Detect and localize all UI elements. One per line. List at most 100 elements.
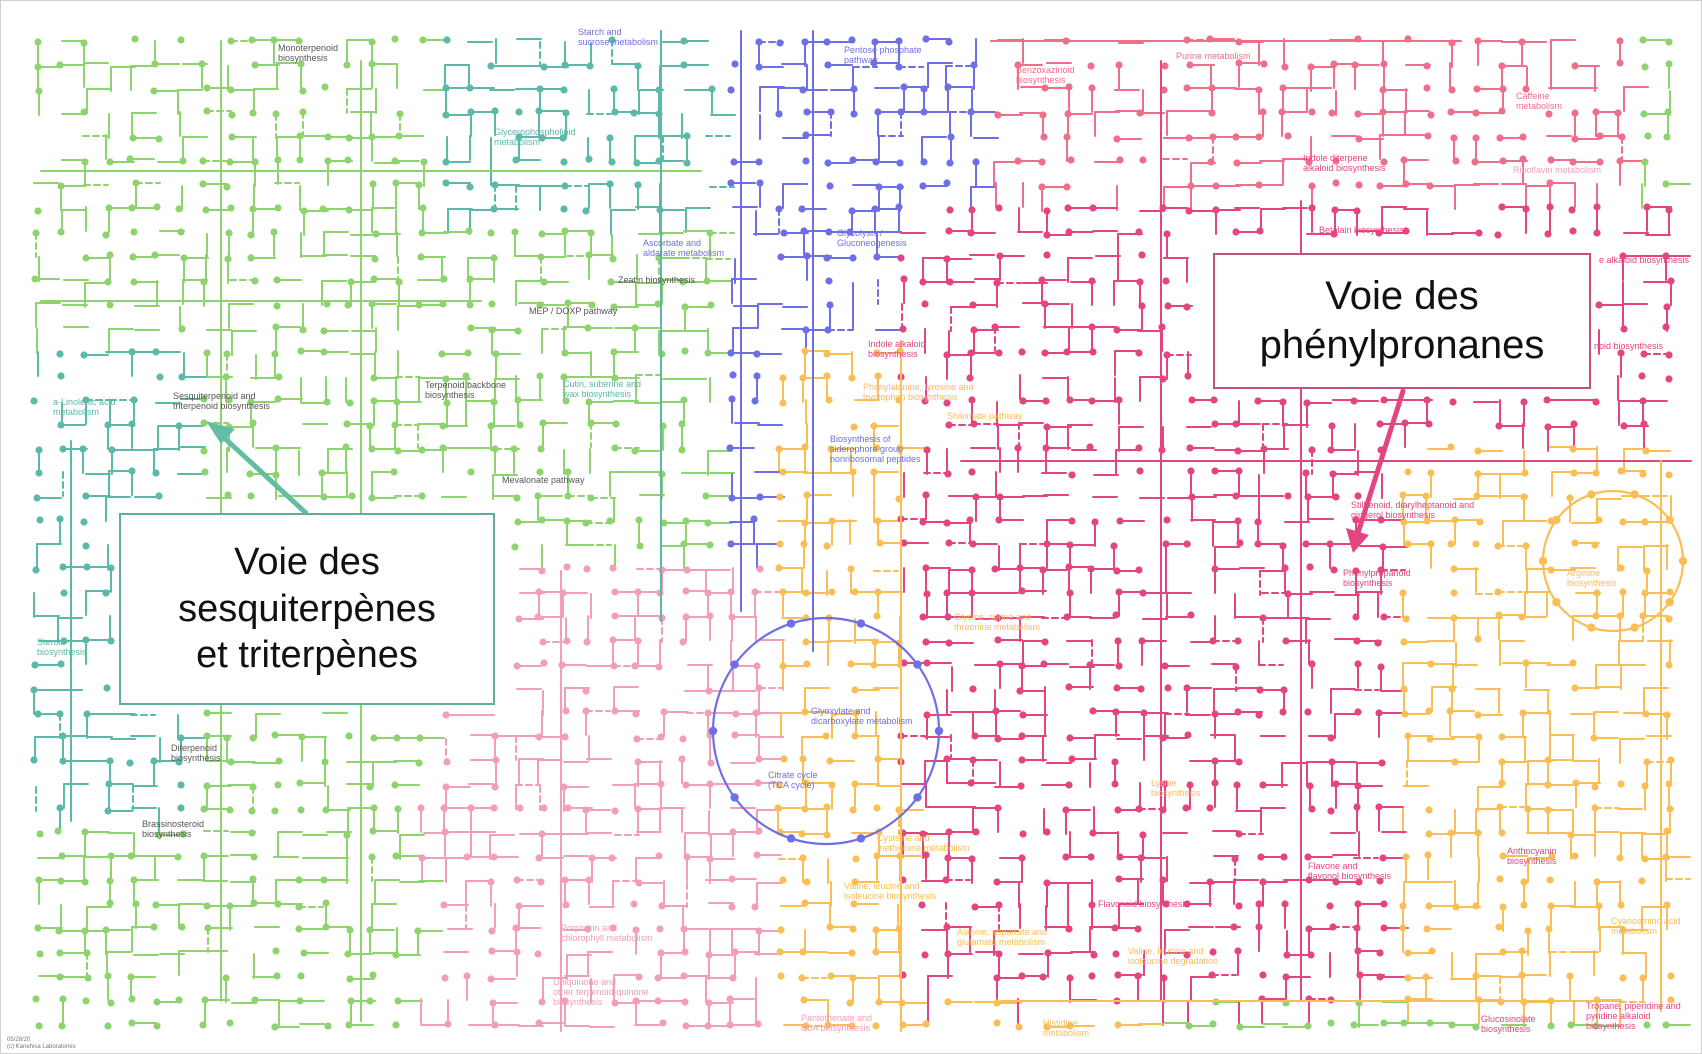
compound-node (226, 806, 234, 814)
compound-node (467, 324, 475, 332)
compound-node (440, 275, 448, 283)
pathway-label-line: a-Linolenic acid (53, 397, 116, 407)
compound-node (1571, 539, 1579, 547)
compound-node (1354, 782, 1362, 790)
compound-node (1375, 229, 1383, 237)
compound-node (1329, 923, 1337, 931)
compound-node (826, 757, 834, 765)
compound-node (1135, 444, 1143, 452)
compound-node (919, 182, 927, 190)
pathway-label-line: Pantothenate and (801, 1013, 872, 1023)
compound-node (536, 85, 544, 93)
compound-node (1089, 707, 1097, 715)
compound-node (610, 348, 618, 356)
pathway-label-line: alkaloid biosynthesis (1303, 163, 1386, 173)
compound-node (873, 612, 881, 620)
compound-node (1663, 133, 1671, 141)
compound-node (968, 855, 976, 863)
compound-node (203, 709, 211, 717)
pathway-label-line: biosynthesis (1016, 75, 1066, 85)
compound-node (79, 445, 87, 453)
cycle-node (730, 660, 739, 669)
compound-node (83, 949, 91, 957)
compound-node (824, 159, 832, 167)
compound-node (250, 899, 258, 907)
compound-node (849, 468, 857, 476)
compound-node (993, 1019, 1001, 1027)
compound-node (704, 1022, 712, 1030)
compound-node (104, 807, 112, 815)
compound-node (826, 182, 834, 190)
compound-node (994, 804, 1002, 812)
compound-node (1089, 829, 1097, 837)
compound-node (872, 926, 880, 934)
compound-node (582, 207, 590, 215)
compound-node (1067, 156, 1075, 164)
compound-node (1355, 181, 1363, 189)
compound-node (802, 157, 810, 165)
compound-node (588, 301, 596, 309)
compound-node (1639, 974, 1647, 982)
pathway-label-line: biosynthesis (278, 53, 328, 63)
compound-node (1544, 756, 1552, 764)
compound-node (874, 108, 882, 116)
compound-node (1595, 902, 1603, 910)
compound-node (1567, 1021, 1575, 1029)
pathway-label-line: Riboflavin metabolism (1513, 165, 1601, 175)
compound-node (779, 374, 787, 382)
pathway-label-line: tryptophan biosynthesis (863, 392, 958, 402)
pathway-label-line: Flavone and (1308, 861, 1358, 871)
compound-node (82, 636, 90, 644)
compound-node (102, 231, 110, 239)
compound-node (345, 1021, 353, 1029)
compound-node (370, 275, 378, 283)
compound-node (1234, 447, 1242, 455)
compound-node (923, 446, 931, 454)
compound-node (680, 540, 688, 548)
compound-node (1377, 516, 1385, 524)
compound-node (128, 467, 136, 475)
compound-node (1088, 277, 1096, 285)
compound-node (755, 63, 763, 71)
compound-node (970, 61, 978, 69)
compound-node (33, 494, 41, 502)
compound-node (970, 420, 978, 428)
cycle-node (1630, 623, 1639, 632)
compound-node (850, 85, 858, 93)
compound-node (1304, 1022, 1312, 1030)
compound-node (1402, 180, 1410, 188)
compound-node (1662, 1021, 1670, 1029)
compound-node (1110, 542, 1118, 550)
compound-node (395, 278, 403, 286)
compound-node (1066, 974, 1074, 982)
compound-node (492, 756, 500, 764)
compound-node (1620, 325, 1628, 333)
compound-node (1498, 62, 1506, 70)
compound-node (201, 468, 209, 476)
compound-node (1423, 396, 1431, 404)
compound-node (174, 853, 182, 861)
compound-node (972, 828, 980, 836)
compound-node (823, 542, 831, 550)
compound-node (1236, 1023, 1244, 1031)
compound-node (780, 229, 788, 237)
pathway-label-line: biosynthesis (1151, 788, 1201, 798)
phenyl-callout-line-2: phénylpronanes (1259, 323, 1545, 367)
compound-node (467, 108, 475, 116)
compound-node (1425, 830, 1433, 838)
compound-node (753, 372, 761, 380)
compound-node (803, 660, 811, 668)
compound-node (228, 133, 236, 141)
compound-node (56, 710, 64, 718)
compound-node (803, 108, 811, 116)
compound-node (728, 395, 736, 403)
compound-node (273, 302, 281, 310)
compound-node (561, 182, 569, 190)
compound-node (226, 158, 234, 166)
compound-node (153, 203, 161, 211)
compound-node (655, 852, 663, 860)
pathway-label-line: Citrate cycle (768, 770, 818, 780)
compound-node (247, 254, 255, 262)
